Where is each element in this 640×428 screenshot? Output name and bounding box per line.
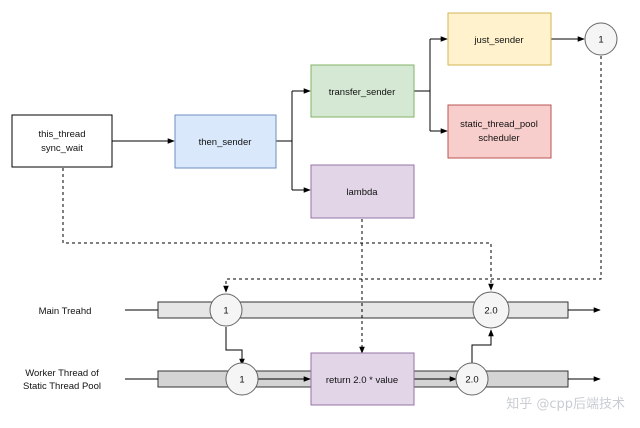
dashed-syncwait-to-main-result: [62, 168, 494, 291]
sync-wait-label-line1: this_thread: [38, 129, 85, 140]
node-just-sender: just_sender: [447, 12, 552, 66]
circle-worker-start: 1: [225, 362, 259, 396]
circle-worker-start-label: 1: [239, 375, 244, 386]
return-expression-label: return 2.0 * value: [326, 375, 398, 386]
pool-label-line2: scheduler: [478, 133, 519, 144]
circle-main-result-label: 2.0: [484, 306, 497, 317]
edge-worker-result-to-main: [471, 329, 494, 364]
circle-result-top-right: 1: [584, 22, 618, 56]
node-return-expression: return 2.0 * value: [310, 352, 415, 406]
circle-main-result: 2.0: [472, 291, 510, 329]
worker-thread-label-line2: Static Thread Pool: [23, 381, 101, 392]
node-lambda: lambda: [310, 164, 415, 219]
then-sender-label: then_sender: [199, 137, 252, 148]
circle-worker-result: 2.0: [455, 362, 489, 396]
just-sender-label: just_sender: [473, 35, 523, 46]
pool-label-line1: static_thread_pool: [460, 119, 538, 130]
node-sync-wait: this_thread sync_wait: [11, 114, 113, 168]
main-thread-label: Main Treahd: [39, 306, 92, 317]
edge-main-to-worker: [225, 327, 245, 366]
sync-wait-label-line2: sync_wait: [41, 143, 83, 154]
node-then-sender: then_sender: [174, 114, 277, 169]
circle-main-start-label: 1: [223, 306, 228, 317]
worker-thread-label-line1: Worker Thread of: [25, 368, 99, 379]
watermark: 知乎 @cpp后端技术: [506, 396, 625, 412]
circle-top-right-label: 1: [598, 35, 603, 46]
node-static-thread-pool-scheduler: static_thread_pool scheduler: [447, 104, 552, 159]
dashed-circle-to-main-start: [223, 56, 602, 293]
circle-worker-result-label: 2.0: [465, 375, 478, 386]
node-transfer-sender: transfer_sender: [310, 64, 415, 118]
circle-main-start: 1: [209, 293, 243, 327]
lambda-label: lambda: [346, 187, 378, 198]
transfer-sender-label: transfer_sender: [329, 87, 396, 98]
